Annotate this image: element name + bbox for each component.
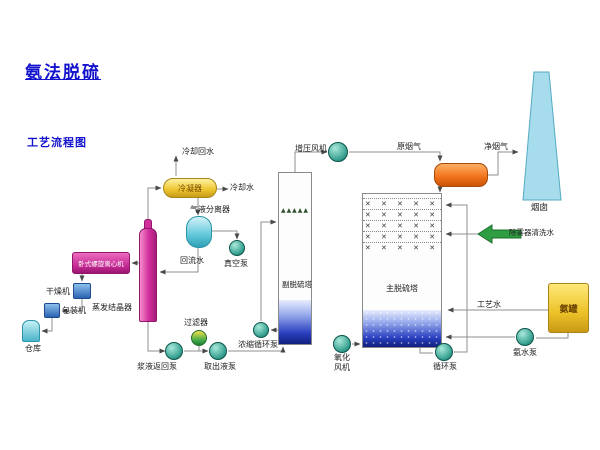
evaporation-crystallizer-label: 蒸发结晶器 [92, 303, 132, 312]
circulation-pump-label: 循环泵 [433, 362, 457, 371]
centrifuge-vessel: 卧式螺旋离心机 [72, 252, 130, 274]
filter-label: 过滤器 [184, 318, 208, 327]
gas-liquid-separator-vessel [186, 216, 212, 248]
chimney-label: 烟囱 [531, 203, 549, 213]
main-tower [362, 193, 442, 348]
spray-bank [363, 242, 441, 253]
spray-bank [363, 198, 441, 209]
spray-bank [363, 209, 441, 220]
ammonia-pump-label: 氨水泵 [513, 348, 537, 357]
dryer-machine [73, 283, 91, 299]
dryer-label: 干燥机 [46, 287, 70, 296]
demister-wash-water-label: 除雾器清洗水 [509, 228, 554, 237]
aux-tower [278, 172, 312, 345]
evaporation-crystallizer-vessel [139, 228, 157, 322]
spray-bank [363, 231, 441, 242]
page-title: 氨法脱硫 [25, 63, 101, 83]
ammonia-pump-icon [516, 328, 534, 346]
process-water-label: 工艺水 [477, 300, 501, 309]
main-tower-liquid [363, 310, 441, 347]
centrifuge-label: 卧式螺旋离心机 [78, 260, 124, 268]
booster-fan-label: 增压风机 [295, 144, 327, 153]
condenser-vessel: 冷凝器 [163, 178, 217, 198]
extraction-pump-label: 取出液泵 [204, 362, 236, 371]
reflux-water-label: 回流水 [180, 256, 204, 265]
oxidation-fan-label: 氧化风机 [334, 353, 350, 372]
vacuum-pump-label: 真空泵 [224, 259, 248, 268]
chimney-shape [522, 71, 562, 201]
packing-machine-box [44, 303, 60, 318]
clean-flue-gas-label: 净烟气 [484, 142, 508, 151]
gas-liquid-separator-label: 气液分离器 [190, 205, 230, 214]
slurry-return-pump-label: 浆液返回泵 [137, 362, 177, 371]
booster-fan-icon [328, 142, 348, 162]
demister-wash-arrow [477, 224, 522, 244]
ammonia-tank-label: 氨罐 [559, 304, 578, 315]
condenser-label: 冷凝器 [178, 183, 202, 193]
warehouse-tank [22, 320, 40, 342]
warehouse-label: 仓库 [25, 344, 41, 353]
raw-flue-gas-label: 原烟气 [397, 142, 421, 151]
cooling-return-water-label: 冷却回水 [182, 147, 214, 156]
filter-vessel [191, 330, 207, 346]
spray-bank [363, 220, 441, 231]
aux-tower-label: 副脱硫塔 [282, 280, 312, 289]
cooling-water-label: 冷却水 [230, 183, 254, 192]
extraction-pump-icon [209, 342, 227, 360]
concentration-circulation-pump-label: 浓缩循环泵 [238, 340, 278, 349]
slurry-return-pump-icon [165, 342, 183, 360]
diagram-subtitle: 工艺流程图 [27, 136, 87, 149]
gas-heater-vessel [434, 163, 488, 187]
main-tower-label: 主脱硫塔 [386, 284, 418, 293]
pipes [41, 149, 569, 354]
aux-tower-demister [279, 207, 311, 214]
packing-machine-label: 包装机 [62, 306, 86, 315]
ammonia-tank-vessel: 氨罐 [548, 283, 589, 333]
oxidation-fan-icon [333, 335, 351, 353]
circulation-pump-icon [435, 343, 453, 361]
concentration-circulation-pump-icon [253, 322, 269, 338]
vacuum-pump-icon [229, 240, 245, 256]
aux-tower-liquid [279, 300, 311, 344]
